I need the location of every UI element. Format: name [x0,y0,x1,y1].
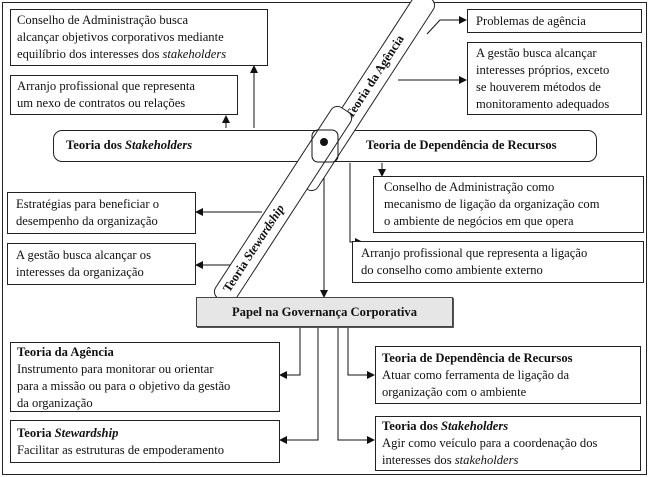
stakeholders-role-line2a: interesses dos [382,453,455,467]
estrategias-line1: Estratégias para beneficiar o [16,197,160,211]
bar-stakeholders-label: Teoria dos Stakeholders [66,138,195,153]
stewardship-role-title-a: Teoria [17,426,55,440]
stakeholders-role-line2: interesses dos stakeholders [382,452,634,469]
conselho-mecanismo-line1: Conselho de Administração como [384,180,555,194]
center-dot-icon [320,138,328,146]
box-dependencia-role: Teoria de Dependência de Recursos Atuar … [375,346,641,404]
stakeholders-role-title-a: Teoria dos [382,419,442,433]
conselho-mecanismo-line3: o ambiente de negócios em que opera [384,214,574,228]
dependencia-role-title: Teoria de Dependência de Recursos [382,351,573,365]
bar-stakeholders-label-b: Stakeholders [125,138,193,152]
box-problemas: Problemas de agência [467,9,642,33]
agencia-role-line3: da organização [17,396,93,410]
arranjo-nexo-line1: Arranjo profissional que representa [17,79,195,93]
stewardship-role-title: Teoria Stewardship [17,425,273,442]
stewardship-role-line1: Facilitar as estruturas de empoderamento [17,443,225,457]
bar-dependencia-label: Teoria de Dependência de Recursos [364,138,559,153]
dependencia-role-line1: Atuar como ferramenta de ligação da [382,368,570,382]
arranjo-ligacao-line2: do conselho como ambiente externo [361,263,543,277]
stakeholders-role-title: Teoria dos Stakeholders [382,418,634,435]
gestao-proprios-line3: se houverem métodos de [476,80,601,94]
conselho-busca-line3a: equilíbrio dos interesses dos [17,47,163,61]
box-conselho-mecanismo: Conselho de Administração como mecanismo… [373,176,644,233]
arrow-to-dependencia-role [347,328,375,379]
box-estrategias: Estratégias para beneficiar o desempenho… [7,192,196,234]
bar-stakeholders-label-a: Teoria dos [66,138,126,152]
gestao-proprios-line1: A gestão busca alcançar [476,46,597,60]
gestao-org-line2: interesses da organização [16,265,144,279]
arrow-to-stakeholders-role [337,328,375,444]
box-stewardship-role: Teoria Stewardship Facilitar as estrutur… [10,420,280,463]
gestao-proprios-line2: interesses próprios, exceto [476,63,610,77]
arrow-to-stewardship-role [279,328,319,444]
box-papel: Papel na Governança Corporativa [196,297,453,327]
conselho-busca-line3: equilíbrio dos interesses dos stakeholde… [17,46,261,63]
box-agencia-role: Teoria da Agência Instrumento para monit… [10,342,280,412]
arrow-to-problemas [426,16,467,35]
conselho-busca-line3b: stakeholders [162,47,227,61]
arranjo-ligacao-line1: Arranjo profissional que representa a li… [361,246,588,260]
box-gestao-proprios: A gestão busca alcançar interesses própr… [467,42,642,115]
box-gestao-org: A gestão busca alcançar os interesses da… [7,243,196,285]
arrow-to-agencia-role [279,328,301,379]
stakeholders-role-line1: Agir como veículo para a coordenação dos [382,436,598,450]
stakeholders-role-line2b: stakeholders [454,453,519,467]
box-arranjo-ligacao: Arranjo profissional que representa a li… [352,241,644,283]
agencia-role-line2: para a missão ou para o objetivo da gest… [17,379,231,393]
stewardship-role-title-b: Stewardship [54,426,119,440]
gestao-org-line1: A gestão busca alcançar os [16,248,151,262]
dependencia-role-line2: organização com o ambiente [382,385,527,399]
papel-text: Papel na Governança Corporativa [231,305,418,319]
agencia-role-title: Teoria da Agência [17,345,114,359]
conselho-mecanismo-line2: mecanismo de ligação da organização com [384,197,600,211]
box-stakeholders-role: Teoria dos Stakeholders Agir como veícul… [375,416,641,471]
gestao-proprios-line4: monitoramento adequados [476,97,610,111]
stakeholders-role-title-b: Stakeholders [441,419,509,433]
intersection-outline [311,129,339,163]
box-arranjo-nexo: Arranjo profissional que representa um n… [10,75,238,115]
conselho-busca-line1: Conselho de Administração busca [17,13,189,27]
estrategias-line2: desempenho da organização [16,214,158,228]
conselho-busca-line2: alcançar objetivos corporativos mediante [17,30,224,44]
problemas-text: Problemas de agência [476,14,586,28]
agencia-role-line1: Instrumento para monitorar ou orientar [17,362,214,376]
box-conselho-busca: Conselho de Administração busca alcançar… [10,9,268,66]
arranjo-nexo-line2: um nexo de contratos ou relações [17,96,186,110]
